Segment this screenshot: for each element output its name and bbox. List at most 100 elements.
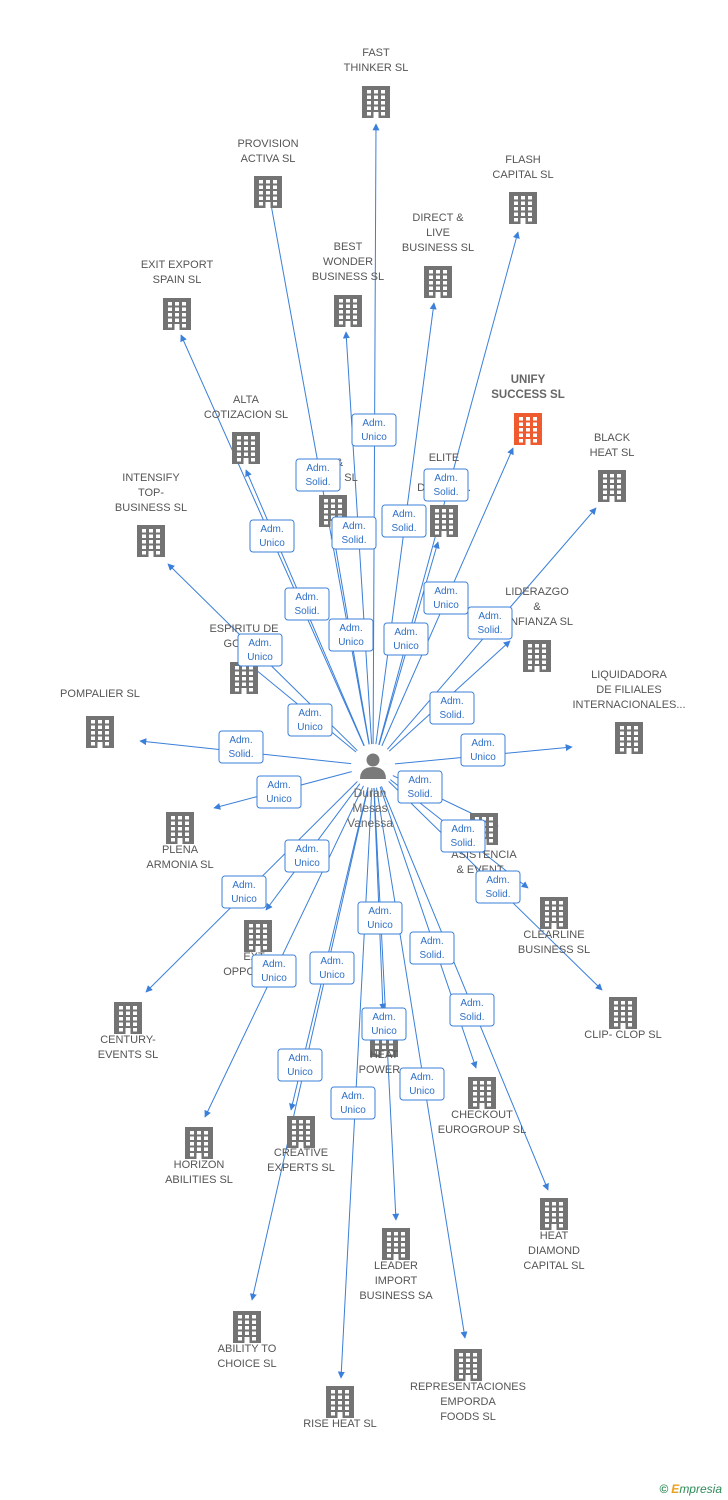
role-badge[interactable]: Adm.Unico [357,901,403,935]
role-badge-box [330,1086,376,1120]
company-label-line: CLIP- CLOP SL [584,1029,661,1041]
role-badge-text: Unico [470,752,496,763]
role-badge[interactable]: Adm.Solid. [409,931,455,965]
company-label-line: BUSINESS SL [402,242,474,254]
role-badge-box [475,870,521,904]
role-badge[interactable]: Adm.Unico [351,413,397,447]
company-label-line: ARMONIA SL [146,859,213,871]
building-icon [598,470,626,502]
role-badge[interactable]: Adm.Solid. [475,870,521,904]
role-badge[interactable]: Adm.Unico [277,1048,323,1082]
role-badge-text: Adm. [298,708,321,719]
building-icon [326,1386,354,1418]
role-badge[interactable]: Adm.Solid. [218,730,264,764]
role-badge-text: Solid. [341,535,366,546]
role-badge[interactable]: Adm.Unico [249,519,295,553]
role-badge-box [449,993,495,1027]
role-badge[interactable]: Adm.Solid. [331,516,377,550]
role-badge[interactable]: Adm.Solid. [467,606,513,640]
company-label-line: TOP- [138,487,164,499]
role-badge[interactable]: Adm.Solid. [440,819,486,853]
role-badge[interactable]: Adm.Solid. [429,691,475,725]
role-badge-text: Adm. [232,880,255,891]
company-node-century-events[interactable]: CENTURY-EVENTS SL [98,1002,159,1061]
role-badge[interactable]: Adm.Solid. [423,468,469,502]
company-label-line: ABILITIES SL [165,1174,233,1186]
role-badge[interactable]: Adm.Unico [383,622,429,656]
company-label-line: THINKER SL [344,62,409,74]
role-badge[interactable]: Adm.Unico [330,1086,376,1120]
company-node-liderazgo-confianza[interactable]: LIDERAZGO&...NFIANZA SL [501,586,573,672]
role-badge[interactable]: Adm.Unico [284,839,330,873]
role-badge[interactable]: Adm.Unico [237,633,283,667]
building-icon [362,86,390,118]
role-badge[interactable]: Adm. Unico [221,875,267,909]
role-badge[interactable]: Adm.Solid. [284,587,330,621]
company-label-line: DE FILIALES [596,684,661,696]
role-badge[interactable]: Adm.Solid. [295,458,341,492]
building-icon [287,1116,315,1148]
edge-heat-power [373,787,387,1011]
building-icon [166,812,194,844]
role-badge-text: Adm. [471,738,494,749]
building-icon [430,505,458,537]
company-label-line: CLEARLINE [523,929,584,941]
role-badge[interactable]: Adm.Unico [256,775,302,809]
company-node-pompalier[interactable]: POMPALIER SL [60,688,140,748]
person-name-line: Vanessa [347,816,393,830]
role-badge[interactable]: Adm. Unico [460,733,506,767]
role-badge[interactable]: Adm.Unico [423,581,469,615]
role-badge-text: Unico [247,652,273,663]
role-badge-text: Unico [338,637,364,648]
role-badge-text: Solid. [450,838,475,849]
role-badge[interactable]: Adm.Unico [309,951,355,985]
company-node-clip-clop[interactable]: CLIP- CLOP SL [584,997,662,1041]
role-badge[interactable]: Adm.Solid. [381,504,427,538]
role-badge-text: Unico [361,432,387,443]
company-label-line: BUSINESS SL [115,502,187,514]
role-badge-text: Unico [231,894,257,905]
company-label-line: BUSINESS SL [312,271,384,283]
role-badge-text: Unico [371,1026,397,1037]
role-badge-text: Adm. [341,1091,364,1102]
company-label-line: CREATIVE [274,1147,328,1159]
company-node-rise-heat[interactable]: RISE HEAT SL [303,1386,377,1430]
role-badge-box [440,819,486,853]
role-badge-text: Adm. [392,509,415,520]
person-name-line: Mesas [352,801,387,815]
building-icon [468,1077,496,1109]
role-badge[interactable]: Adm.Unico [287,703,333,737]
role-badge[interactable]: Adm.Unico [251,954,297,988]
role-badge[interactable]: Adm.Unico [399,1067,445,1101]
role-badge[interactable]: Adm.Solid. [449,993,495,1027]
role-badge[interactable]: Adm.Solid. [397,770,443,804]
role-badge-text: Solid. [294,606,319,617]
role-badge-text: Unico [319,970,345,981]
role-badge-text: Solid. [477,625,502,636]
building-icon [137,525,165,557]
role-badge[interactable]: Adm.Unico [361,1007,407,1041]
role-badge[interactable]: Adm.Unico [328,618,374,652]
company-label-line: LIQUIDADORA [591,669,667,681]
